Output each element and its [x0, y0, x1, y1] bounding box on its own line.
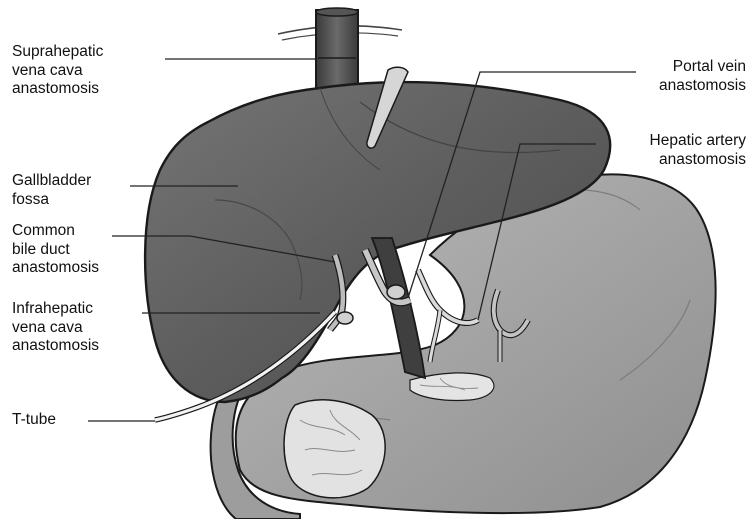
label-common-bile-duct: Common bile duct anastomosis: [12, 222, 99, 278]
label-gallbladder-fossa: Gallbladder fossa: [12, 172, 91, 209]
label-t-tube: T-tube: [12, 411, 56, 430]
label-portal-vein: Portal vein anastomosis: [659, 58, 746, 95]
label-hepatic-artery: Hepatic artery anastomosis: [650, 132, 746, 169]
label-infrahepatic-vena-cava: Infrahepatic vena cava anastomosis: [12, 300, 99, 356]
label-suprahepatic-vena-cava: Suprahepatic vena cava anastomosis: [12, 43, 103, 99]
suprahepatic-vena-cava: [316, 8, 358, 88]
